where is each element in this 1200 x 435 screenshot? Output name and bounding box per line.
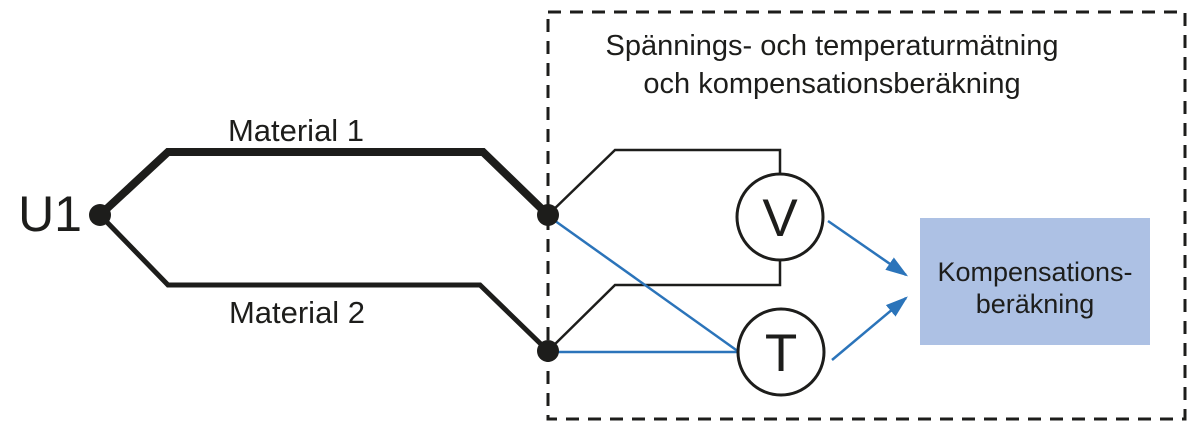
compensation-box-label-line1: Kompensations-: [937, 257, 1132, 287]
upper-reference-junction-dot: [537, 204, 559, 226]
source-voltage-label: U1: [18, 186, 82, 242]
voltmeter-letter: V: [762, 189, 798, 248]
source-junction-dot: [89, 204, 111, 226]
material2-conductor: [98, 213, 550, 353]
lower-reference-junction-dot: [537, 340, 559, 362]
temperature-sense-line-upper: [550, 216, 740, 354]
temperature-to-compensation-arrow: [831, 296, 908, 361]
material1-label: Material 1: [228, 113, 364, 148]
voltmeter-wire-bottom: [547, 260, 782, 352]
temperature-meter-letter: T: [765, 324, 797, 383]
measurement-box-title-line2: och kompensationsberäkning: [643, 68, 1020, 100]
measurement-system-boundary: [546, 10, 1187, 421]
voltmeter-wire-top: [547, 148, 782, 216]
material1-conductor: [97, 148, 551, 218]
voltmeter-to-compensation-arrow: [827, 219, 909, 277]
voltmeter-circle: [735, 172, 825, 262]
material2-label: Material 2: [229, 295, 365, 330]
compensation-calculation-box: [920, 218, 1150, 345]
compensation-box-label-line2: beräkning: [976, 289, 1095, 319]
temperature-meter-circle: [736, 307, 826, 397]
measurement-box-title-line1: Spännings- och temperaturmätning: [606, 30, 1059, 62]
